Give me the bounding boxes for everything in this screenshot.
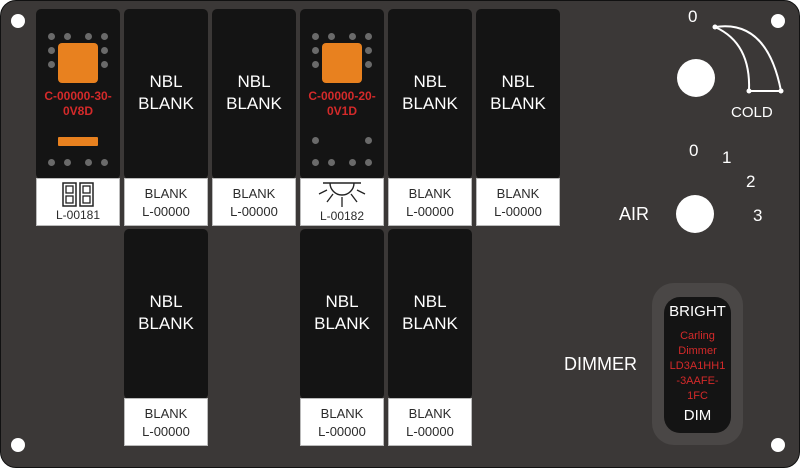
temp-off-label: 0: [688, 7, 698, 26]
part-line: Dimmer: [678, 345, 717, 357]
switch-text: BLANK: [402, 94, 458, 113]
switch-text: BLANK: [314, 314, 370, 333]
label-line: BLANK: [408, 406, 452, 421]
part-line: -3AAFE-: [676, 375, 719, 387]
indicator-dots: [300, 47, 384, 55]
dimmer-switch[interactable]: BRIGHT Carling Dimmer LD3A1HH1 -3AAFE- 1…: [664, 297, 731, 433]
label-line: L-00000: [142, 424, 190, 439]
air-position-0: 0: [689, 141, 699, 160]
indicator-lens: [322, 43, 362, 83]
label-line: L-00000: [406, 204, 454, 219]
cold-label: COLD: [731, 104, 773, 121]
indicator-dots: [36, 33, 120, 41]
switch-label-1: L-00181: [36, 178, 120, 226]
indicator-lens: [58, 43, 98, 83]
indicator-dots: [300, 137, 384, 145]
rocker-switch-3[interactable]: NBL BLANK: [212, 9, 296, 179]
rocker-switch-8[interactable]: NBL BLANK: [300, 229, 384, 399]
dimmer-part-number: Carling Dimmer LD3A1HH1 -3AAFE- 1FC: [664, 329, 731, 404]
switch-text: BLANK: [138, 94, 194, 113]
label-line: L-00000: [318, 424, 366, 439]
rocker-switch-9[interactable]: NBL BLANK: [388, 229, 472, 399]
air-label: AIR: [619, 204, 650, 224]
part-number: C-00000-20-0V1D: [308, 89, 376, 118]
light-rays-icon: [318, 182, 366, 207]
air-position-3: 3: [753, 206, 763, 225]
cold-wedge-icon: [712, 24, 784, 94]
mounting-hole: [11, 14, 25, 28]
label-line: L-00000: [406, 424, 454, 439]
switch-text: NBL: [237, 72, 271, 91]
air-knob[interactable]: [676, 195, 714, 233]
switch-text: NBL: [149, 292, 183, 311]
switch-label-9: BLANK L-00000: [388, 398, 472, 446]
indicator-dots: [36, 61, 120, 69]
rocker-switch-7[interactable]: NBL BLANK: [124, 229, 208, 399]
label-line: BLANK: [320, 406, 364, 421]
indicator-bar: [58, 137, 98, 146]
indicator-dots: [300, 61, 384, 69]
switch-text: BLANK: [226, 94, 282, 113]
air-position-1: 1: [722, 148, 732, 167]
mounting-hole: [11, 438, 25, 452]
label-line: L-00000: [494, 204, 542, 219]
indicator-dots: [300, 33, 384, 41]
indicator-dots: [300, 159, 384, 167]
indicator-dots: [36, 159, 120, 167]
switch-text: BLANK: [402, 314, 458, 333]
label-line: BLANK: [496, 186, 540, 201]
label-code: L-00181: [55, 208, 101, 222]
switch-text: NBL: [501, 72, 535, 91]
part-number: C-00000-30-0V8D: [44, 89, 112, 118]
rocker-switch-4[interactable]: C-00000-20-0V1D: [300, 9, 384, 179]
rocker-switch-2[interactable]: NBL BLANK: [124, 9, 208, 179]
label-code: L-00182: [319, 209, 365, 223]
switch-text: NBL: [325, 292, 359, 311]
switch-label-7: BLANK L-00000: [124, 398, 208, 446]
two-lamp-icon: [62, 182, 94, 207]
switch-label-4: L-00182: [300, 178, 384, 226]
part-line: Carling: [680, 330, 715, 342]
switch-text: NBL: [413, 72, 447, 91]
switch-label-2: BLANK L-00000: [124, 178, 208, 226]
label-line: BLANK: [232, 186, 276, 201]
label-line: BLANK: [144, 406, 188, 421]
switch-text: NBL: [149, 72, 183, 91]
air-position-2: 2: [746, 172, 756, 191]
label-line: L-00000: [142, 204, 190, 219]
switch-label-5: BLANK L-00000: [388, 178, 472, 226]
part-line: 1FC: [687, 390, 708, 402]
label-line: BLANK: [144, 186, 188, 201]
label-line: L-00000: [230, 204, 278, 219]
rocker-switch-5[interactable]: NBL BLANK: [388, 9, 472, 179]
part-line: LD3A1HH1: [669, 360, 726, 372]
rocker-switch-1[interactable]: C-00000-30-0V8D: [36, 9, 120, 179]
rocker-switch-6[interactable]: NBL BLANK: [476, 9, 560, 179]
label-line: BLANK: [408, 186, 452, 201]
bright-label: BRIGHT: [669, 303, 726, 320]
switch-label-8: BLANK L-00000: [300, 398, 384, 446]
switch-label-6: BLANK L-00000: [476, 178, 560, 226]
switch-text: BLANK: [490, 94, 546, 113]
temperature-knob[interactable]: [677, 59, 715, 97]
dim-label: DIM: [683, 407, 712, 424]
indicator-dots: [36, 47, 120, 55]
switch-text: NBL: [413, 292, 447, 311]
mounting-hole: [771, 14, 785, 28]
switch-text: BLANK: [138, 314, 194, 333]
dimmer-label: DIMMER: [564, 354, 637, 374]
mounting-hole: [771, 438, 785, 452]
switch-label-3: BLANK L-00000: [212, 178, 296, 226]
